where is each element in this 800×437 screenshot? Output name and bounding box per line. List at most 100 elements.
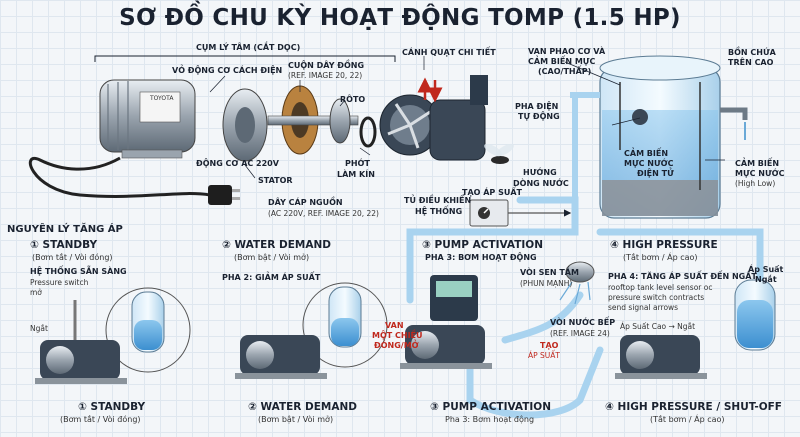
stage-4-high: Áp Suất Cao → Ngắt (620, 322, 696, 331)
control-panel (469, 199, 572, 227)
bottom-3-sub: Pha 3: Bơm hoạt động (445, 415, 535, 424)
stage-3-controller (430, 275, 478, 321)
bottom-1-title: ① STANDBY (78, 401, 146, 414)
bottom-4-title-text: HIGH PRESSURE / SHUT-OFF (617, 401, 782, 413)
stage-1-ps: Pressure switch (30, 278, 89, 287)
seal-label-2: LÀM KÍN (337, 170, 375, 179)
motor-housing-label: VỎ ĐỘNG CƠ CÁCH ĐIỆN (172, 66, 283, 75)
stage-1-ps-2: mở (30, 288, 42, 297)
pressure-tag-2: ÁP SUẤT (528, 351, 560, 360)
pressure-tag: TẠO (540, 341, 559, 350)
shower-head (559, 261, 595, 305)
tank-label: BỒN CHỨA (728, 48, 776, 57)
bottom-4-sub: (Tắt bơm / Áp cao) (650, 415, 725, 424)
auto-phase-label-2: TỰ ĐỘNG (518, 112, 560, 121)
stage-1-ready: HỆ THỐNG SẴN SÀNG (30, 267, 127, 276)
stage-2-title-text: WATER DEMAND (234, 239, 332, 251)
seal-ring (359, 116, 377, 148)
power-cable (29, 156, 240, 205)
pressure-make-label: TẠO ÁP SUẤT (462, 188, 522, 197)
kitchen-label-2: (REF. IMAGE 24) (550, 329, 610, 338)
bottom-1-sub: (Bơm tắt / Vòi đóng) (60, 415, 141, 424)
valve-label: VAN (385, 321, 404, 330)
stage-4-title-text: HIGH PRESSURE (622, 239, 718, 251)
stage-4-desc: rooftop tank level sensor oc (608, 283, 713, 292)
bottom-1-title-text: STANDBY (90, 401, 146, 413)
stage-4-num: ④ (610, 239, 619, 251)
sensor-label-3: ĐIỆN TỬ (637, 169, 674, 178)
stage-2-vessel (302, 282, 388, 368)
stage-3-title: ③ PUMP ACTIVATION (422, 239, 543, 252)
stage-1-num: ① (30, 239, 39, 251)
flow-label-2: DÒNG NƯỚC (513, 179, 569, 188)
stage-3-title-text: PUMP ACTIVATION (434, 239, 543, 251)
stage-1-pump (35, 340, 127, 384)
bottom-1-num: ① (78, 401, 87, 413)
flow-label: HƯỚNG (523, 168, 557, 177)
principle-heading: NGUYÊN LÝ TĂNG ÁP (7, 224, 123, 235)
shower-label-2: (PHUN MẠNH) (520, 279, 573, 288)
motor-housing (99, 79, 196, 159)
impeller-label: CÁNH QUẠT CHI TIẾT (402, 48, 496, 57)
bottom-4-title: ④ HIGH PRESSURE / SHUT-OFF (605, 401, 782, 414)
side-sensor-label: CẢM BIẾN (735, 159, 780, 168)
stage-2-phase: PHA 2: GIẢM ÁP SUẤT (222, 273, 321, 282)
stator-part (222, 88, 268, 162)
stage-4-side: Áp Suất (748, 265, 784, 274)
rooftop-tank (570, 55, 748, 219)
pipe-network (406, 196, 764, 419)
bottom-2-title: ② WATER DEMAND (248, 401, 358, 414)
motor-plate: TOYOTA (150, 95, 174, 102)
side-sensor-label-2: MỰC NƯỚC (735, 169, 785, 178)
stage-4-pump (615, 335, 707, 379)
page-title: SƠ ĐỒ CHU KỲ HOẠT ĐỘNG TOMP (1.5 HP) (119, 5, 681, 31)
bottom-2-num: ② (248, 401, 257, 413)
cable-ref-label: (AC 220V, REF. IMAGE 20, 22) (268, 209, 379, 218)
tank-label-2: TRÊN CAO (728, 58, 774, 67)
auto-phase-label: PHA ĐIỆN (515, 102, 559, 111)
float-valve-label: VAN PHAO CƠ VÀ (528, 47, 606, 56)
leader-lines (209, 56, 725, 179)
stage-3-sub: PHA 3: BƠM HOẠT ĐỘNG (425, 253, 537, 262)
shower-label: VÒI SEN TẮM (520, 268, 579, 277)
stage-2-num: ② (222, 239, 231, 251)
bottom-3-title-text: PUMP ACTIVATION (442, 401, 551, 413)
bottom-3-title: ③ PUMP ACTIVATION (430, 401, 551, 414)
side-sensor-label-3: (High Low) (735, 179, 776, 188)
valve-label-2: MỘT CHIỀU (372, 331, 423, 340)
kitchen-label: VÒI NƯỚC BẾP (550, 318, 616, 327)
insect-fly (484, 143, 514, 164)
stage-1-title: ① STANDBY (30, 239, 98, 252)
impeller-pump (379, 75, 488, 161)
stage-3-pump (400, 325, 492, 369)
stage-2-title: ② WATER DEMAND (222, 239, 332, 252)
sensor-label: CẢM BIẾN (624, 149, 669, 158)
sensor-label-2: MỰC NƯỚC (624, 159, 674, 168)
stage-1-vessel (73, 287, 191, 373)
motor-ac-label: ĐỘNG CƠ AC 220V (196, 159, 279, 168)
stator-label: STATOR (258, 176, 293, 185)
coil-label: CUỘN DÂY ĐỒNG (288, 61, 365, 70)
bottom-2-title-text: WATER DEMAND (260, 401, 358, 413)
assembly-label: CỤM LÝ TÂM (CẮT DỌC) (196, 43, 301, 52)
stage-4-vessel (734, 279, 776, 351)
control-label-2: HỆ THỐNG (415, 207, 463, 216)
bottom-4-num: ④ (605, 401, 614, 413)
cable-label: DÂY CÁP NGUỒN (268, 198, 343, 207)
stage-1-title-text: STANDBY (42, 239, 98, 251)
stage-2-pump (235, 335, 327, 379)
stage-4-title: ④ HIGH PRESSURE (610, 239, 718, 252)
valve-label-3: ĐÓNG/MỞ (374, 341, 419, 350)
float-valve-label-3: (CAO/THẤP) (538, 67, 592, 76)
rotor-shaft (267, 98, 359, 144)
stage-2-sub: (Bơm bật / Vòi mở) (234, 253, 310, 262)
assembly-bracket (94, 55, 396, 62)
stage-4-desc-2: pressure switch contracts (608, 293, 705, 302)
stage-4-sub: (Tắt bơm / Áp cao) (623, 253, 698, 262)
stage-4-side-2: Ngắt (755, 275, 777, 284)
stage-4-desc-3: send signal arrows (608, 303, 679, 312)
stage-1-sub: (Bơm tắt / Vòi đóng) (32, 253, 113, 262)
coil-ref-label: (REF. IMAGE 20, 22) (288, 71, 363, 80)
float-valve-label-2: CẢM BIẾN MỰC (528, 57, 596, 66)
